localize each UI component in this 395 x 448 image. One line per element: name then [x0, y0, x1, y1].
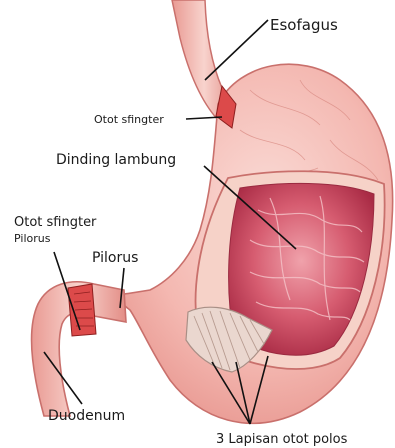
label-pilorus-small: Pilorus — [14, 232, 51, 245]
label-duodenum: Duodenum — [48, 408, 125, 424]
label-lapisan-otot-polos: 3 Lapisan otot polos — [216, 432, 348, 447]
label-otot-sfingter-top: Otot sfingter — [94, 113, 164, 126]
label-esofagus: Esofagus — [270, 16, 338, 34]
label-otot-sfingter-left: Otot sfingter — [14, 215, 97, 230]
label-dinding-lambung: Dinding lambung — [56, 152, 176, 168]
label-pilorus: Pilorus — [92, 250, 138, 266]
pyloric-sphincter — [68, 284, 96, 336]
